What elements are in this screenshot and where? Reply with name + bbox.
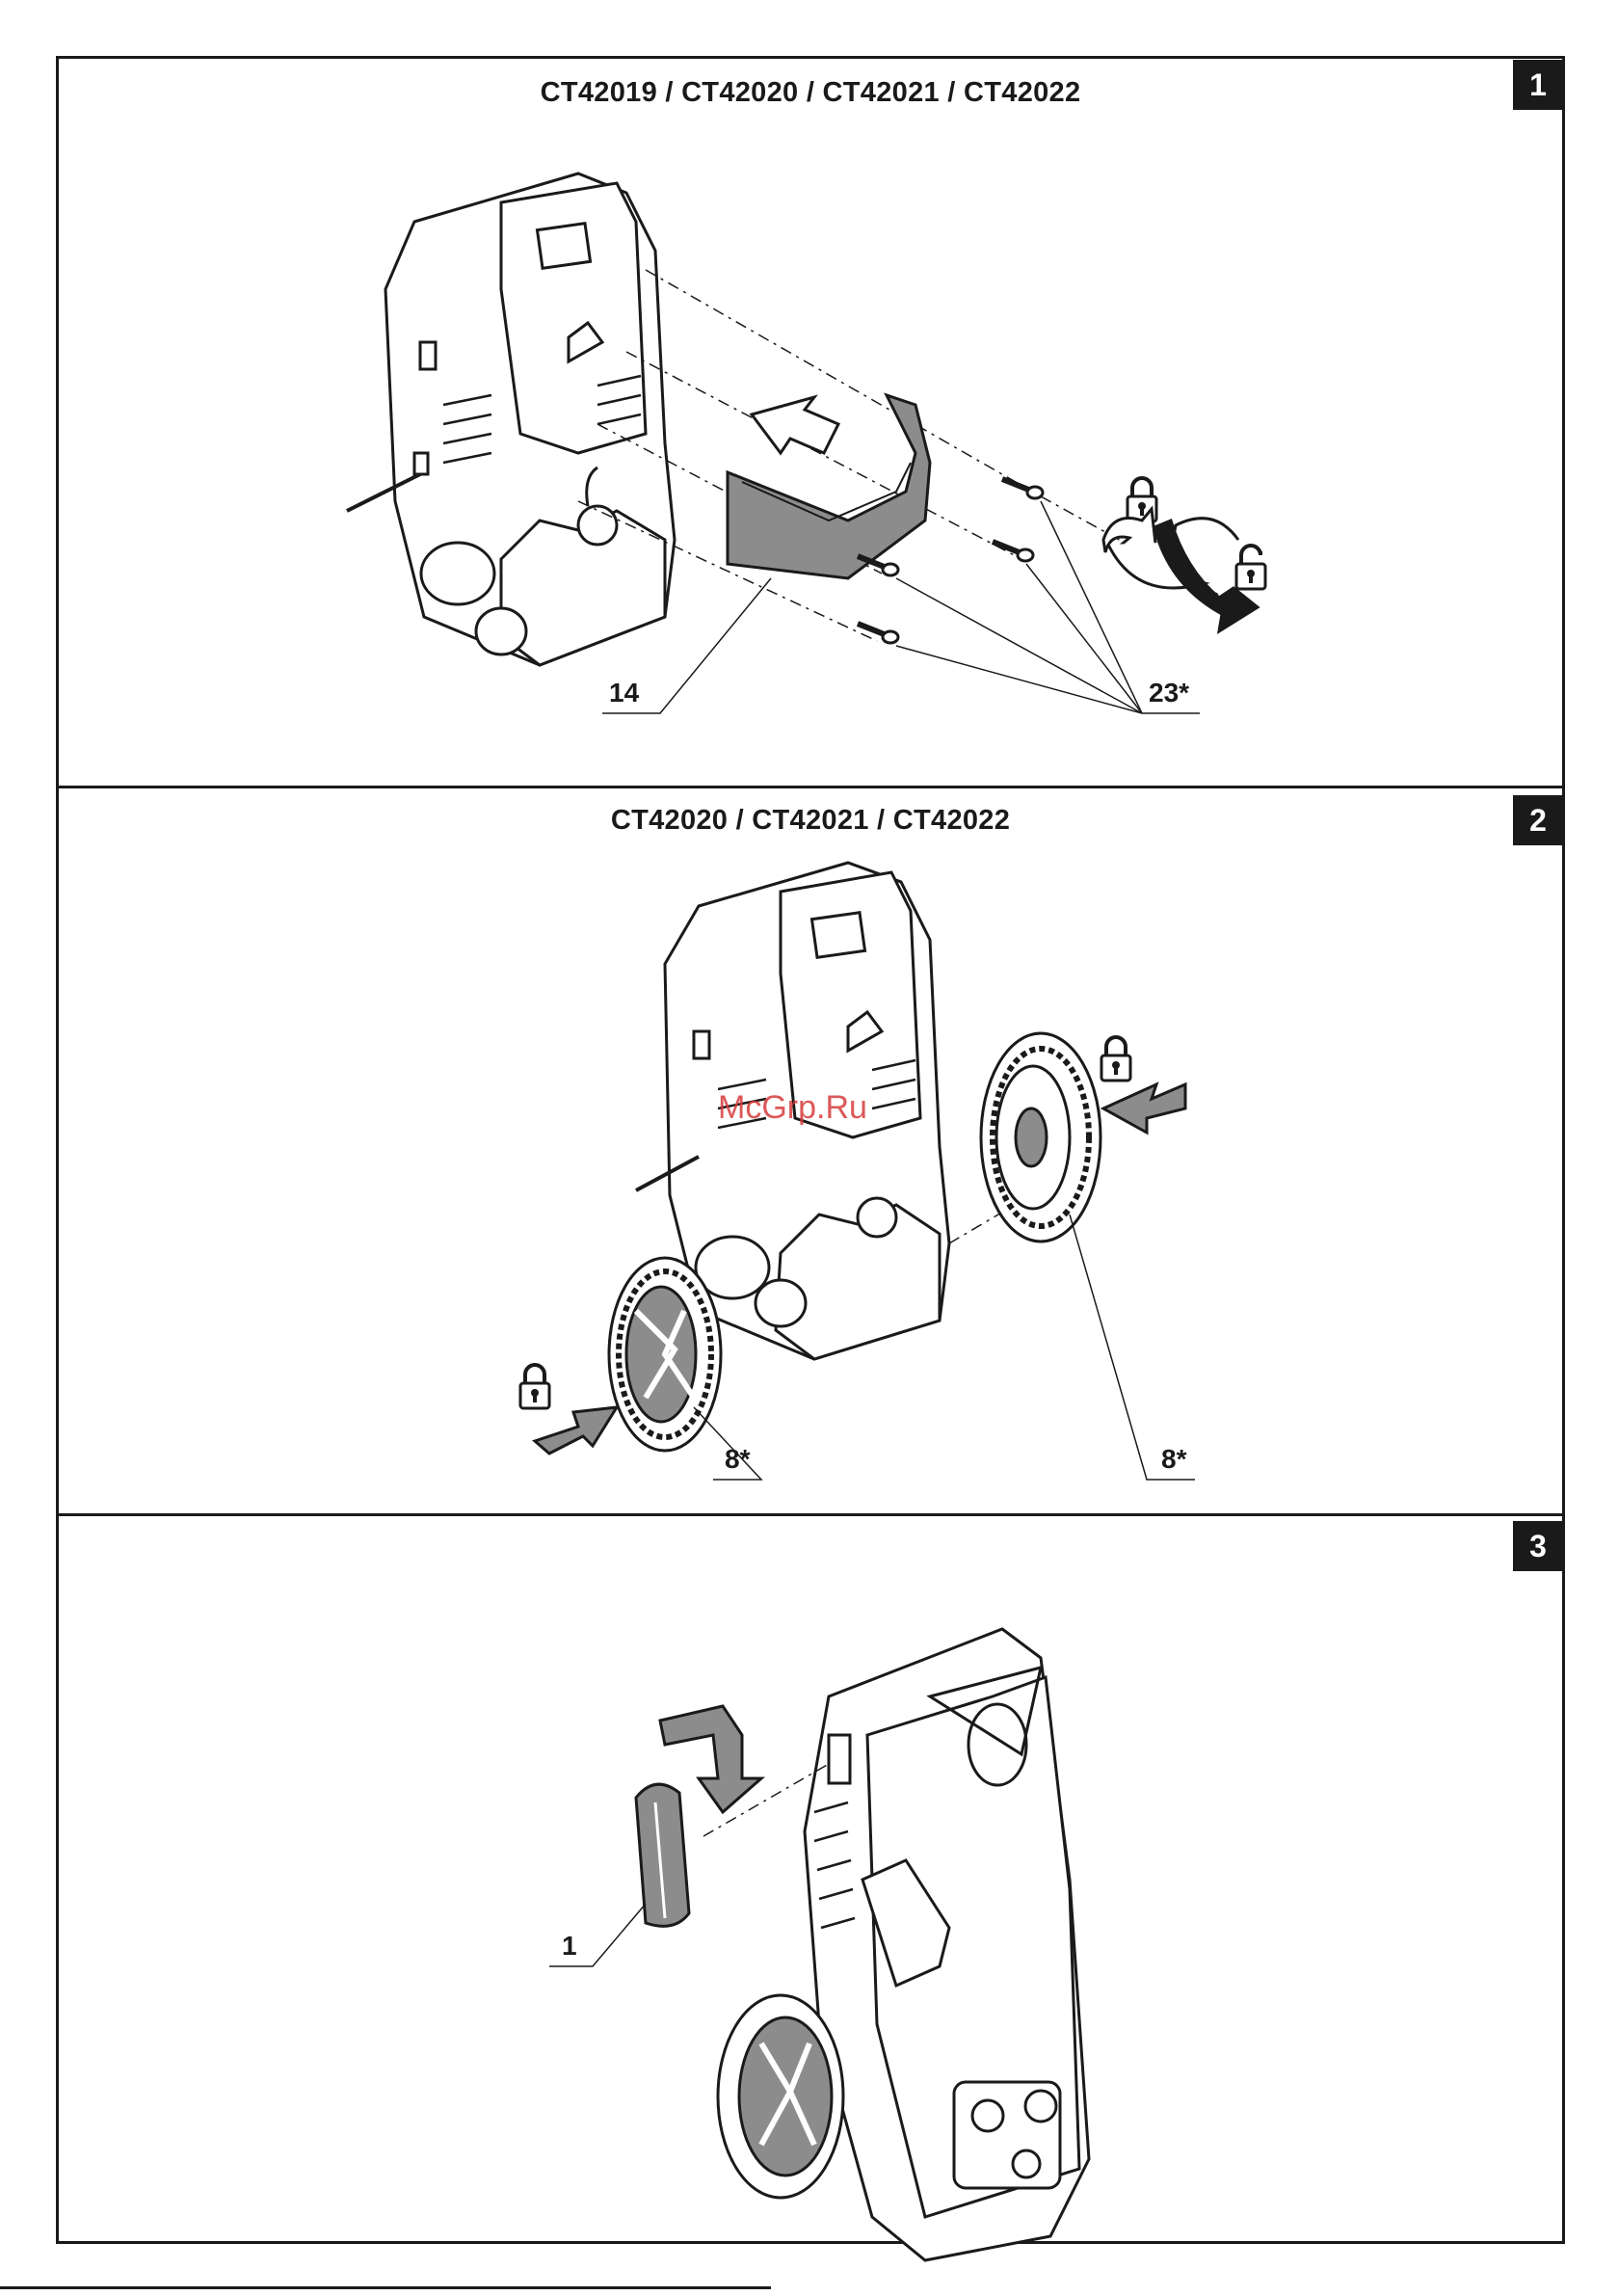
lock-icon: [1101, 1037, 1130, 1081]
wheel-right: [981, 1033, 1101, 1241]
screw-icon: [858, 624, 898, 643]
push-arrow-icon: [752, 397, 838, 453]
wheel-left: [609, 1258, 721, 1451]
pull-arrow-icon: [1103, 1084, 1185, 1133]
screw-icon: [1002, 479, 1043, 498]
callout-8-right: 8*: [1161, 1444, 1186, 1475]
screw-icon: [993, 542, 1033, 561]
rotate-arrows-icon: [1103, 509, 1258, 631]
lock-icon: [520, 1365, 549, 1408]
push-arrow-icon: [535, 1407, 617, 1454]
callout-8-left: 8*: [725, 1444, 750, 1475]
machine-panel-1: [347, 174, 675, 665]
alignment-lines-panel-1: [578, 270, 1224, 641]
unlock-icon: [1236, 546, 1265, 589]
machine-panel-3: [805, 1629, 1089, 2260]
footer-rule: [0, 2286, 771, 2289]
callout-23: 23*: [1149, 678, 1189, 708]
wheel-panel-3: [718, 1995, 843, 2198]
callout-14: 14: [609, 678, 639, 708]
watermark: McGrp.Ru: [718, 1089, 867, 1127]
callout-1: 1: [562, 1931, 577, 1962]
